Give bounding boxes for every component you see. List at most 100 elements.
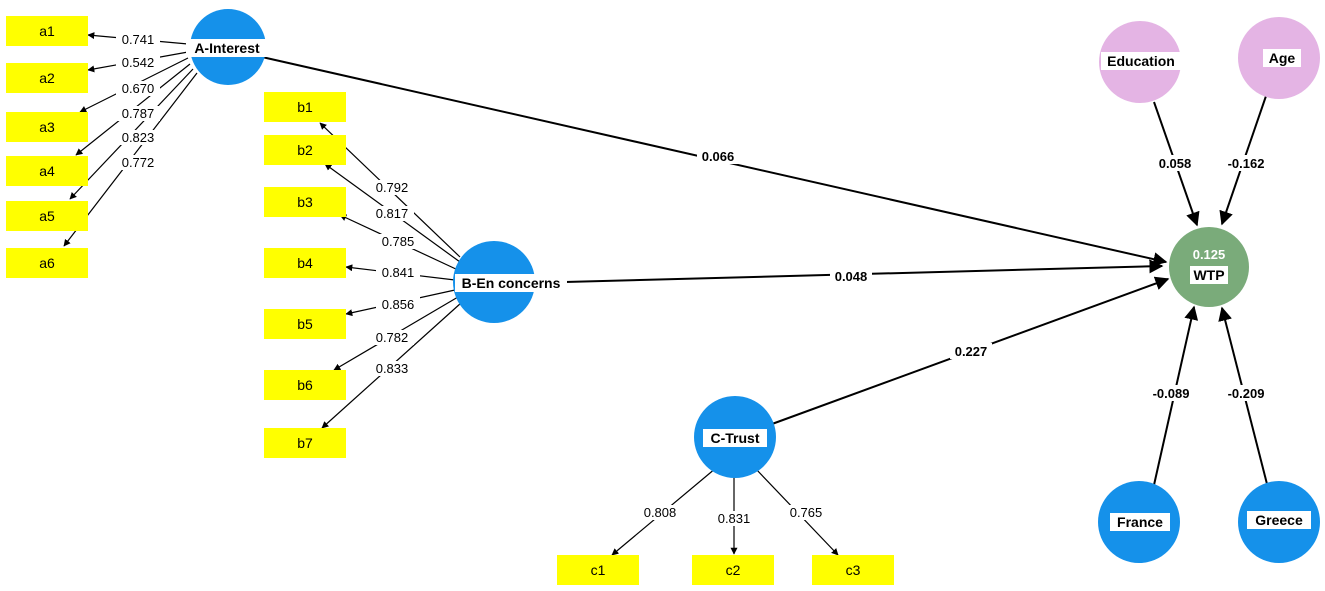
loading-value-a2: 0.542 [122, 55, 155, 70]
loading-value-bg [116, 130, 160, 145]
loading-value-b7: 0.833 [376, 361, 409, 376]
path-value-interest-wtp: 0.066 [702, 149, 735, 164]
path-value-greece-wtp: -0.209 [1228, 386, 1265, 401]
construct-education[interactable]: Education [1099, 21, 1181, 103]
construct-france[interactable]: France [1098, 481, 1180, 563]
indicator-box-a5[interactable] [6, 201, 88, 231]
path-coefficients: 0.066 0.048 0.227 0.058 -0.162 -0.089 -0… [697, 148, 1269, 401]
indicator-label-a4: a4 [39, 163, 55, 179]
construct-label-bg [455, 274, 567, 292]
construct-concerns[interactable]: B-En concerns [453, 241, 567, 323]
loading-value-b3: 0.785 [382, 234, 415, 249]
loading-value-bg [712, 511, 756, 526]
indicator-label-b5: b5 [297, 316, 313, 332]
path-value-bg [1223, 385, 1269, 401]
indicator-box-b5[interactable] [264, 309, 346, 339]
construct-label-bg [1263, 49, 1301, 67]
indicator-label-a5: a5 [39, 208, 55, 224]
loading-value-c3: 0.765 [790, 505, 823, 520]
loading-value-bg [116, 55, 160, 70]
loading-value-bg [638, 505, 682, 520]
indicator-label-b2: b2 [297, 142, 313, 158]
construct-label-bg [186, 39, 269, 57]
loading-value-bg [116, 81, 160, 96]
indicator-box-b2[interactable] [264, 135, 346, 165]
loading-value-a4: 0.787 [122, 106, 155, 121]
construct-interest[interactable]: A-Interest [186, 9, 269, 85]
indicators-c: c1 c2 c3 [557, 555, 894, 585]
path-value-age-wtp: -0.162 [1228, 156, 1265, 171]
construct-label-wtp: WTP [1193, 267, 1224, 283]
path-value-bg [1148, 385, 1194, 401]
loading-value-bg [370, 361, 414, 376]
indicator-box-c1[interactable] [557, 555, 639, 585]
loading-value-b5: 0.856 [382, 297, 415, 312]
indicator-label-a3: a3 [39, 119, 55, 135]
indicator-label-a1: a1 [39, 23, 55, 39]
loadings-c: 0.808 0.831 0.765 [611, 467, 839, 556]
loading-value-bg [784, 505, 828, 520]
indicator-box-b7[interactable] [264, 428, 346, 458]
indicator-label-b7: b7 [297, 435, 313, 451]
construct-age[interactable]: Age [1238, 17, 1320, 99]
indicator-box-a4[interactable] [6, 156, 88, 186]
indicator-label-b6: b6 [297, 377, 313, 393]
loading-value-b4: 0.841 [382, 265, 415, 280]
path-value-bg [697, 148, 739, 164]
indicator-box-a6[interactable] [6, 248, 88, 278]
construct-label-bg [1101, 52, 1181, 70]
construct-label-bg [1190, 266, 1228, 284]
indicator-box-a1[interactable] [6, 16, 88, 46]
indicator-box-a3[interactable] [6, 112, 88, 142]
loading-value-b1: 0.792 [376, 180, 409, 195]
path-value-trust-wtp: 0.227 [955, 344, 988, 359]
loading-value-bg [116, 155, 160, 170]
indicators-a: a1 a2 a3 a4 a5 a6 [6, 16, 88, 278]
indicator-box-b1[interactable] [264, 92, 346, 122]
path-value-bg [830, 268, 872, 284]
loading-value-bg [370, 180, 414, 195]
loading-value-bg [376, 265, 420, 280]
indicator-box-b4[interactable] [264, 248, 346, 278]
path-value-concerns-wtp: 0.048 [835, 269, 868, 284]
loadings-a: 0.741 0.542 0.670 0.787 0.823 0.772 [63, 32, 198, 247]
indicator-label-b3: b3 [297, 194, 313, 210]
loading-value-a5: 0.823 [122, 130, 155, 145]
loading-value-bg [370, 206, 414, 221]
construct-label-bg [703, 429, 767, 447]
construct-label-concerns: B-En concerns [462, 275, 561, 291]
loading-value-bg [376, 234, 420, 249]
construct-label-age: Age [1269, 50, 1296, 66]
path-value-bg [1154, 155, 1196, 171]
construct-wtp[interactable]: 0.125 WTP [1169, 227, 1249, 307]
indicator-label-c1: c1 [591, 562, 606, 578]
path-value-france-wtp: -0.089 [1153, 386, 1190, 401]
construct-label-education: Education [1107, 53, 1175, 69]
construct-greece[interactable]: Greece [1238, 481, 1320, 563]
construct-label-bg [1247, 511, 1311, 529]
loading-value-b2: 0.817 [376, 206, 409, 221]
r-squared-wtp: 0.125 [1193, 247, 1226, 262]
loading-value-b6: 0.782 [376, 330, 409, 345]
indicator-box-c3[interactable] [812, 555, 894, 585]
construct-label-greece: Greece [1255, 512, 1303, 528]
indicator-box-b3[interactable] [264, 187, 346, 217]
construct-trust[interactable]: C-Trust [694, 396, 776, 478]
construct-label-france: France [1117, 514, 1163, 530]
construct-label-trust: C-Trust [711, 430, 760, 446]
indicator-box-a2[interactable] [6, 63, 88, 93]
loading-value-c1: 0.808 [644, 505, 677, 520]
loading-value-bg [370, 330, 414, 345]
loading-value-c2: 0.831 [718, 511, 751, 526]
loading-value-a3: 0.670 [122, 81, 155, 96]
construct-label-bg [1110, 513, 1170, 531]
indicator-box-c2[interactable] [692, 555, 774, 585]
path-value-bg [950, 343, 992, 359]
indicator-label-b4: b4 [297, 255, 313, 271]
indicator-label-a6: a6 [39, 255, 55, 271]
indicator-box-b6[interactable] [264, 370, 346, 400]
loadings-b: 0.792 0.817 0.785 0.841 0.856 0.782 0.83… [319, 122, 462, 429]
construct-label-interest: A-Interest [194, 40, 260, 56]
loading-value-a6: 0.772 [122, 155, 155, 170]
